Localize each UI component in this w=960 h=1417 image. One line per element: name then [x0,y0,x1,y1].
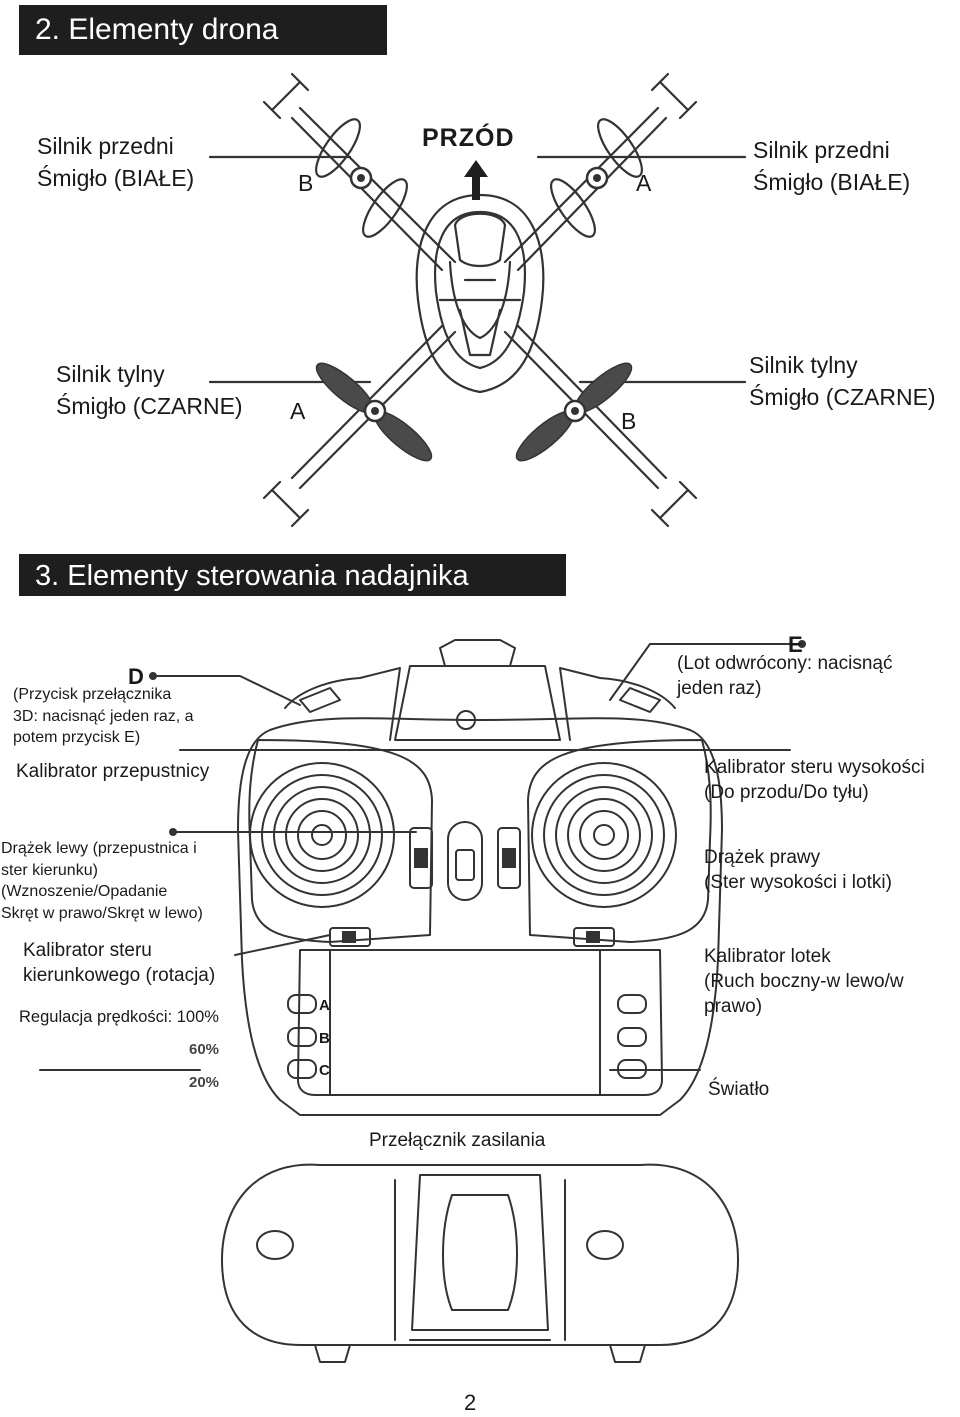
rear-right-motor-label: Silnik tylny Śmigło (CZARNE) [749,352,936,410]
light-label: Światło [708,1079,770,1100]
power-switch-label: Przełącznik zasilania [369,1130,546,1151]
key-e-label: E [788,632,803,657]
left-stick-label: Drążek lewy (przepustnica i ster kierunk… [1,840,203,922]
front-label: PRZÓD [422,124,515,152]
button-a-letter: A [319,997,330,1014]
rotor-front-left-letter: B [298,170,314,196]
front-arrow-icon [464,160,488,200]
front-left-motor-label: Silnik przedni Śmigło (BIAŁE) [37,133,195,191]
speed-setting-label: Regulacja prędkości: 100% [19,1008,219,1026]
d-button-description: (Przycisk przełącznika 3D: nacisnąć jede… [13,686,194,746]
key-d-label: D [128,664,144,689]
page-number: 2 [464,1390,477,1415]
e-button-description: (Lot odwrócony: nacisnąć jeden raz) [677,653,893,699]
rear-left-motor-label: Silnik tylny Śmigło (CZARNE) [56,361,243,419]
section-3-title: 3. Elementy sterowania nadajnika [35,560,469,592]
throttle-trim-label: Kalibrator przepustnicy [16,761,210,782]
speed-60-label: 60% [189,1041,220,1058]
button-c-letter: C [319,1062,330,1079]
button-b-letter: B [319,1030,330,1047]
rudder-trim-label: Kalibrator steru kierunkowego (rotacja) [23,940,216,986]
drone-diagram [208,72,747,528]
elevator-trim-label: Kalibrator steru wysokości (Do przodu/Do… [704,757,925,803]
section-2-header: 2. Elementy drona [19,5,387,55]
section-2-title: 2. Elementy drona [35,13,279,46]
speed-20-label: 20% [189,1074,220,1091]
rotor-front-right-letter: A [636,170,652,196]
front-right-motor-label: Silnik przedni Śmigło (BIAŁE) [753,137,911,195]
rotor-rear-left-letter: A [290,398,306,424]
right-stick-label: Drążek prawy (Ster wysokości i lotki) [704,847,892,893]
rotor-rear-right-letter: B [621,408,637,434]
aileron-trim-label: Kalibrator lotek (Ruch boczny-w lewo/w p… [704,946,904,1017]
section-3-header: 3. Elementy sterowania nadajnika [19,554,566,596]
